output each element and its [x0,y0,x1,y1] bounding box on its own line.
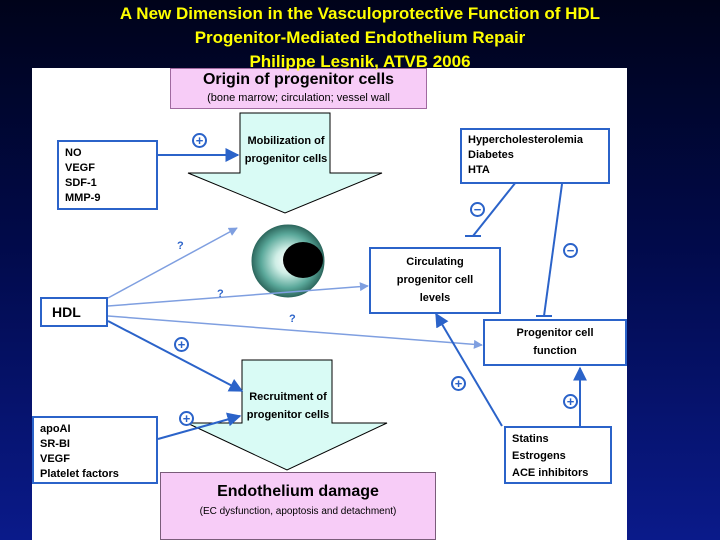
drug-item: Statins [512,433,549,445]
circulating-line-3: levels [419,292,451,304]
hdl-to-function-arrow [107,315,483,349]
mobilization-block-arrow [187,112,383,214]
function-line-1: Progenitor cell [516,327,594,339]
recruitment-line-2: progenitor cells [246,409,330,421]
plus-sign-icon: + [192,133,207,148]
factor-item: NO [65,147,82,159]
apo-item: apoAI [40,423,71,435]
question-mark: ? [289,313,296,325]
risk-item: HTA [468,164,490,176]
mobilization-line-2: progenitor cells [244,153,328,165]
plus-sign-icon: + [174,337,189,352]
risk-to-circulating-inhibit [472,181,517,237]
origin-title: Origin of progenitor cells [202,71,395,88]
hdl-label: HDL [52,304,81,320]
circulating-line-2: progenitor cell [396,274,474,286]
drugs-to-circulating-arrow [435,312,503,427]
endothelium-damage-box: Endothelium damage (EC dysfunction, apop… [160,472,436,540]
circulating-line-1: Circulating [406,256,464,268]
hdl-to-circulating-arrow [107,282,369,307]
drugs-box: Statins Estrogens ACE inhibitors [504,426,612,484]
minus-sign-icon: − [563,243,578,258]
drug-item: Estrogens [512,450,566,462]
progenitor-cell-illustration [251,224,325,298]
minus-sign-icon: − [470,202,485,217]
slide-title-line-1: A New Dimension in the Vasculoprotective… [119,4,601,23]
function-line-2: function [533,345,577,357]
hdl-to-recruitment-arrow [107,320,244,392]
slide-title-line-2: Progenitor-Mediated Endothelium Repair [194,28,526,47]
factors-box: NO VEGF SDF-1 MMP-9 [57,140,158,210]
damage-subtitle: (EC dysfunction, apoptosis and detachmen… [199,506,397,517]
question-mark: ? [217,288,224,300]
plus-sign-icon: + [451,376,466,391]
question-mark: ? [177,240,184,252]
factor-item: VEGF [65,162,95,174]
apo-factors-box: apoAI SR-BI VEGF Platelet factors [32,416,158,484]
origin-box: Origin of progenitor cells (bone marrow;… [170,68,427,109]
risk-item: Diabetes [468,149,514,161]
recruitment-line-1: Recruitment of [249,391,327,403]
diagram-canvas [107,112,587,471]
recruitment-label: Recruitment of progenitor cells [238,388,338,424]
mobilization-label: Mobilization of progenitor cells [236,132,336,168]
factor-item: SDF-1 [65,177,97,189]
mobilization-line-1: Mobilization of [247,135,325,147]
risk-to-function-inhibit [543,183,563,317]
hdl-to-mobilization-arrow [107,227,238,299]
apo-to-recruitment-arrow [157,412,242,440]
hdl-box: HDL [40,297,108,327]
origin-subtitle: (bone marrow; circulation; vessel wall [207,92,390,104]
plus-sign-icon: + [563,394,578,409]
circulating-levels-box: Circulating progenitor cell levels [369,247,501,314]
diagram-panel: Origin of progenitor cells (bone marrow;… [32,68,627,540]
slide-title-line-3: Philippe Lesnik, ATVB 2006 [249,52,471,71]
damage-title: Endothelium damage [217,483,379,500]
factor-item: MMP-9 [65,192,101,204]
apo-item: VEGF [40,453,70,465]
risk-factors-box: Hypercholesterolemia Diabetes HTA [460,128,610,184]
apo-item: Platelet factors [40,468,119,480]
drug-item: ACE inhibitors [512,467,589,479]
apo-item: SR-BI [40,438,70,450]
progenitor-function-box: Progenitor cell function [483,319,627,366]
plus-sign-icon: + [179,411,194,426]
risk-item: Hypercholesterolemia [468,134,583,146]
